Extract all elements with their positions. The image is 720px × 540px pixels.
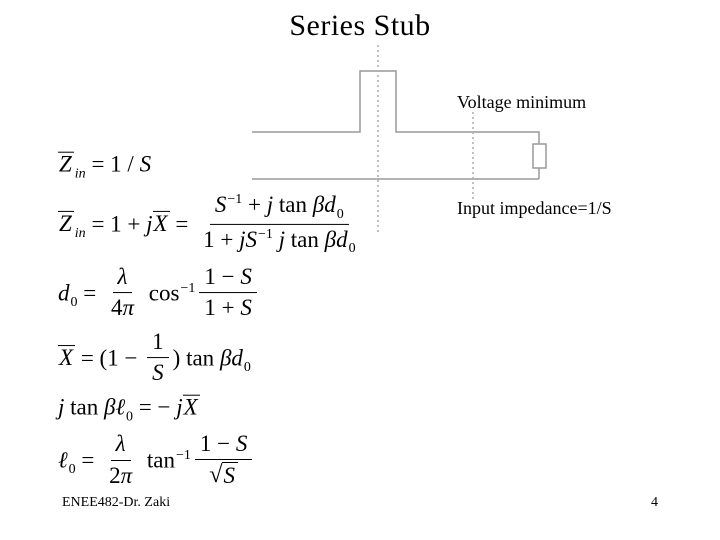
- input-impedance-label: Input impedance=1/S: [457, 198, 612, 218]
- top-feed-line-with-stub: [252, 70, 540, 144]
- page-title: Series Stub: [289, 9, 431, 42]
- page-number: 4: [651, 495, 658, 510]
- load-resistor: [532, 143, 547, 169]
- voltage-minimum-label: Voltage minimum: [457, 92, 587, 112]
- equation-stub-reactance: j tan βℓ0 = − jX: [58, 394, 200, 425]
- footer-course-label: ENEE482-Dr. Zaki: [62, 495, 171, 510]
